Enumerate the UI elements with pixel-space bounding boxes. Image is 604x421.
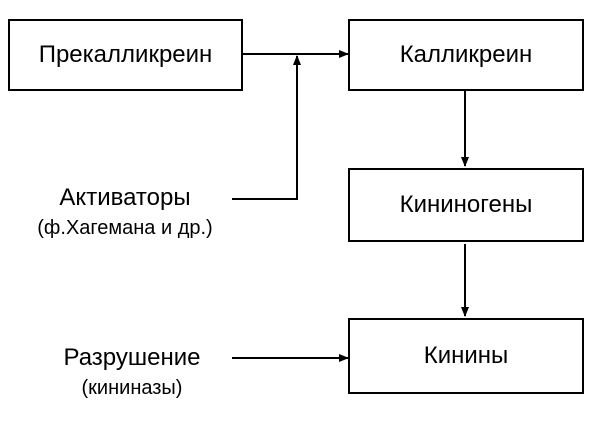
node-kinins: Кинины <box>348 318 584 394</box>
input-destruction-label: Разрушение <box>63 344 201 371</box>
input-activators: Активаторы (ф.Хагемана и др.) <box>0 184 250 239</box>
node-prekallikrein: Прекалликреин <box>8 19 243 91</box>
node-kallikrein: Калликреин <box>348 19 584 91</box>
node-kininogens-label: Кининогены <box>399 191 533 218</box>
arrow-activators-to-conversion <box>232 55 301 200</box>
node-kallikrein-label: Калликреин <box>399 41 533 68</box>
node-kinins-label: Кинины <box>423 342 509 369</box>
node-kininogens: Кининогены <box>348 168 584 242</box>
input-destruction-note: (кининазы) <box>81 377 183 399</box>
node-prekallikrein-label: Прекалликреин <box>38 41 213 68</box>
input-destruction: Разрушение (кининазы) <box>42 344 222 399</box>
input-activators-label: Активаторы <box>59 184 191 211</box>
input-activators-note: (ф.Хагемана и др.) <box>37 217 213 239</box>
